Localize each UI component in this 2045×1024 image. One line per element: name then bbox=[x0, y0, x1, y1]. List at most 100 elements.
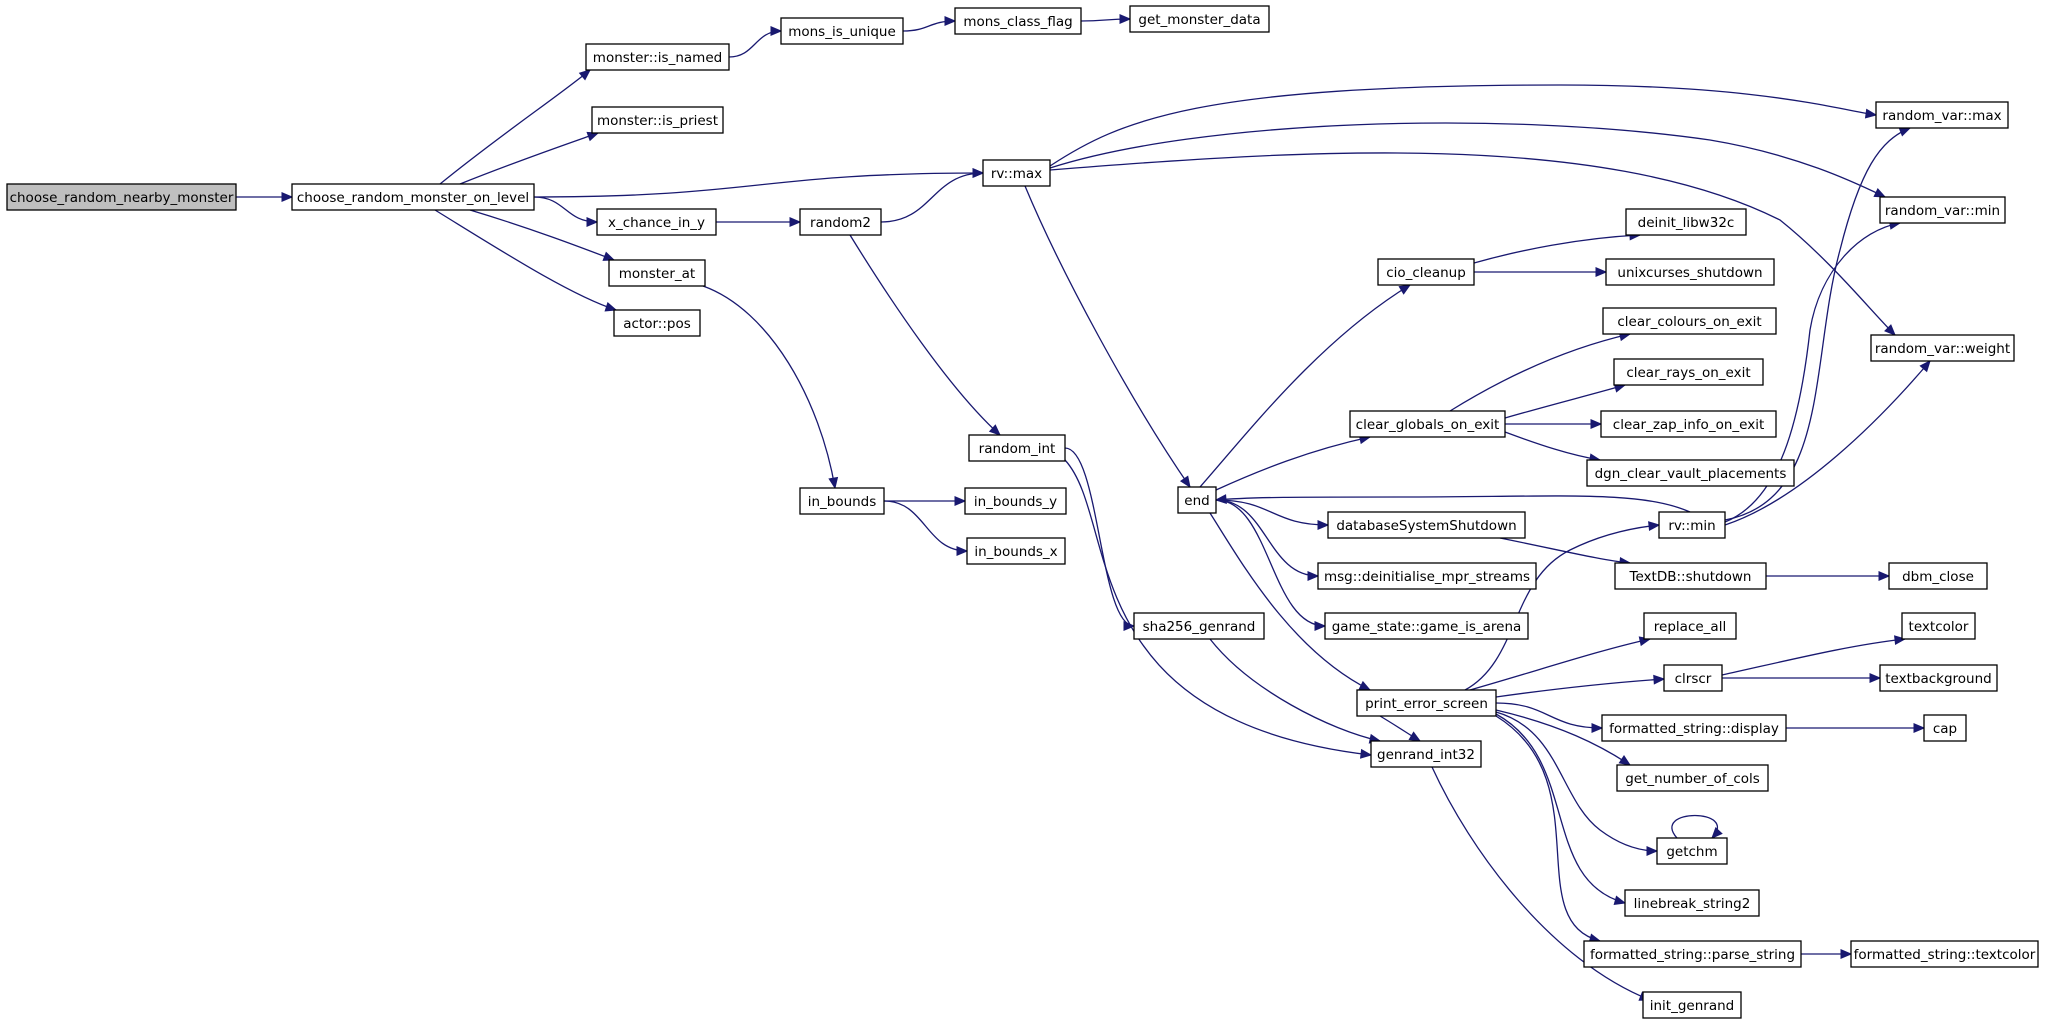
node-x_chance_in_y[interactable]: x_chance_in_y bbox=[596, 208, 717, 236]
node-msg_deinitialise[interactable]: msg::deinitialise_mpr_streams bbox=[1317, 562, 1537, 590]
node-box[interactable] bbox=[966, 537, 1066, 565]
node-box[interactable] bbox=[1583, 940, 1802, 968]
node-replace_all[interactable]: replace_all bbox=[1643, 612, 1737, 640]
node-random2[interactable]: random2 bbox=[799, 208, 882, 236]
node-monster_is_named[interactable]: monster::is_named bbox=[585, 43, 730, 71]
node-init_genrand[interactable]: init_genrand bbox=[1642, 991, 1742, 1019]
node-box[interactable] bbox=[1377, 258, 1475, 286]
node-box[interactable] bbox=[1624, 889, 1760, 917]
node-textcolor[interactable]: textcolor bbox=[1901, 612, 1976, 640]
node-box[interactable] bbox=[1901, 612, 1976, 640]
node-get_number_of_cols[interactable]: get_number_of_cols bbox=[1616, 764, 1769, 792]
node-dbm_close[interactable]: dbm_close bbox=[1888, 562, 1988, 590]
arrowhead-icon bbox=[1359, 748, 1373, 759]
node-in_bounds_y[interactable]: in_bounds_y bbox=[964, 487, 1067, 515]
node-box[interactable] bbox=[596, 208, 717, 236]
node-clear_globals_on_exit[interactable]: clear_globals_on_exit bbox=[1349, 410, 1506, 438]
node-box[interactable] bbox=[1850, 940, 2039, 968]
node-box[interactable] bbox=[1327, 511, 1526, 539]
node-box[interactable] bbox=[1888, 562, 1988, 590]
node-box[interactable] bbox=[954, 7, 1082, 35]
node-box[interactable] bbox=[1656, 837, 1728, 865]
node-box[interactable] bbox=[1625, 208, 1747, 236]
node-box[interactable] bbox=[1601, 714, 1787, 742]
node-fs_display[interactable]: formatted_string::display bbox=[1601, 714, 1787, 742]
node-random_var_min[interactable]: random_var::min bbox=[1879, 196, 2006, 224]
node-box[interactable] bbox=[1349, 410, 1506, 438]
node-monster_is_priest[interactable]: monster::is_priest bbox=[591, 106, 724, 134]
node-box[interactable] bbox=[1642, 991, 1742, 1019]
node-box[interactable] bbox=[1663, 664, 1723, 692]
node-choose_random_monster_on_level[interactable]: choose_random_monster_on_level bbox=[291, 183, 535, 211]
node-getchm[interactable]: getchm bbox=[1656, 837, 1728, 865]
node-box[interactable] bbox=[608, 259, 706, 287]
node-cap[interactable]: cap bbox=[1923, 714, 1967, 742]
node-box[interactable] bbox=[1614, 562, 1767, 590]
node-sha256_genrand[interactable]: sha256_genrand bbox=[1133, 612, 1265, 640]
node-box[interactable] bbox=[799, 208, 882, 236]
node-box[interactable] bbox=[982, 159, 1051, 187]
node-box[interactable] bbox=[1133, 612, 1265, 640]
node-box[interactable] bbox=[6, 183, 237, 211]
node-random_int[interactable]: random_int bbox=[968, 434, 1066, 462]
node-choose_random_nearby_monster[interactable]: choose_random_nearby_monster bbox=[6, 183, 237, 211]
node-actor_pos[interactable]: actor::pos bbox=[613, 309, 701, 337]
node-deinit_libw32c[interactable]: deinit_libw32c bbox=[1625, 208, 1747, 236]
node-print_error_screen[interactable]: print_error_screen bbox=[1356, 689, 1497, 717]
node-clear_zap_info_on_exit[interactable]: clear_zap_info_on_exit bbox=[1600, 410, 1777, 438]
node-textbackground[interactable]: textbackground bbox=[1879, 664, 1998, 692]
node-box[interactable] bbox=[964, 487, 1067, 515]
node-box[interactable] bbox=[1923, 714, 1967, 742]
node-box[interactable] bbox=[585, 43, 730, 71]
node-box[interactable] bbox=[799, 487, 885, 515]
node-box[interactable] bbox=[1879, 196, 2006, 224]
node-dgn_clear_vault_placements[interactable]: dgn_clear_vault_placements bbox=[1586, 459, 1795, 487]
node-rv_max[interactable]: rv::max bbox=[982, 159, 1051, 187]
node-clrscr[interactable]: clrscr bbox=[1663, 664, 1723, 692]
node-genrand_int32[interactable]: genrand_int32 bbox=[1370, 740, 1482, 768]
node-TextDB_shutdown[interactable]: TextDB::shutdown bbox=[1614, 562, 1767, 590]
node-random_var_max[interactable]: random_var::max bbox=[1875, 101, 2009, 129]
node-label: print_error_screen bbox=[1365, 696, 1488, 712]
node-box[interactable] bbox=[1602, 307, 1777, 335]
node-mons_class_flag[interactable]: mons_class_flag bbox=[954, 7, 1082, 35]
node-databaseSystemShutdown[interactable]: databaseSystemShutdown bbox=[1327, 511, 1526, 539]
node-box[interactable] bbox=[1356, 689, 1497, 717]
node-end[interactable]: end bbox=[1177, 486, 1217, 514]
node-box[interactable] bbox=[1870, 334, 2015, 362]
node-box[interactable] bbox=[1177, 486, 1217, 514]
node-clear_rays_on_exit[interactable]: clear_rays_on_exit bbox=[1613, 358, 1764, 386]
node-box[interactable] bbox=[1643, 612, 1737, 640]
node-box[interactable] bbox=[1658, 511, 1726, 539]
node-get_monster_data[interactable]: get_monster_data bbox=[1129, 5, 1270, 33]
node-box[interactable] bbox=[968, 434, 1066, 462]
node-box[interactable] bbox=[1616, 764, 1769, 792]
node-rv_min[interactable]: rv::min bbox=[1658, 511, 1726, 539]
node-linebreak_string2[interactable]: linebreak_string2 bbox=[1624, 889, 1760, 917]
node-clear_colours_on_exit[interactable]: clear_colours_on_exit bbox=[1602, 307, 1777, 335]
node-box[interactable] bbox=[1875, 101, 2009, 129]
node-box[interactable] bbox=[1600, 410, 1777, 438]
node-cio_cleanup[interactable]: cio_cleanup bbox=[1377, 258, 1475, 286]
node-box[interactable] bbox=[780, 17, 904, 45]
node-fs_textcolor[interactable]: formatted_string::textcolor bbox=[1850, 940, 2039, 968]
node-box[interactable] bbox=[1129, 5, 1270, 33]
node-unixcurses_shutdown[interactable]: unixcurses_shutdown bbox=[1605, 258, 1775, 286]
node-in_bounds_x[interactable]: in_bounds_x bbox=[966, 537, 1066, 565]
node-box[interactable] bbox=[1324, 612, 1529, 640]
node-box[interactable] bbox=[291, 183, 535, 211]
node-fs_parse_string[interactable]: formatted_string::parse_string bbox=[1583, 940, 1802, 968]
node-monster_at[interactable]: monster_at bbox=[608, 259, 706, 287]
node-mons_is_unique[interactable]: mons_is_unique bbox=[780, 17, 904, 45]
node-box[interactable] bbox=[1879, 664, 1998, 692]
node-box[interactable] bbox=[1586, 459, 1795, 487]
node-game_is_arena[interactable]: game_state::game_is_arena bbox=[1324, 612, 1529, 640]
node-box[interactable] bbox=[613, 309, 701, 337]
node-box[interactable] bbox=[1605, 258, 1775, 286]
node-box[interactable] bbox=[591, 106, 724, 134]
node-random_var_weight[interactable]: random_var::weight bbox=[1870, 334, 2015, 362]
node-box[interactable] bbox=[1317, 562, 1537, 590]
node-in_bounds[interactable]: in_bounds bbox=[799, 487, 885, 515]
node-box[interactable] bbox=[1613, 358, 1764, 386]
node-box[interactable] bbox=[1370, 740, 1482, 768]
